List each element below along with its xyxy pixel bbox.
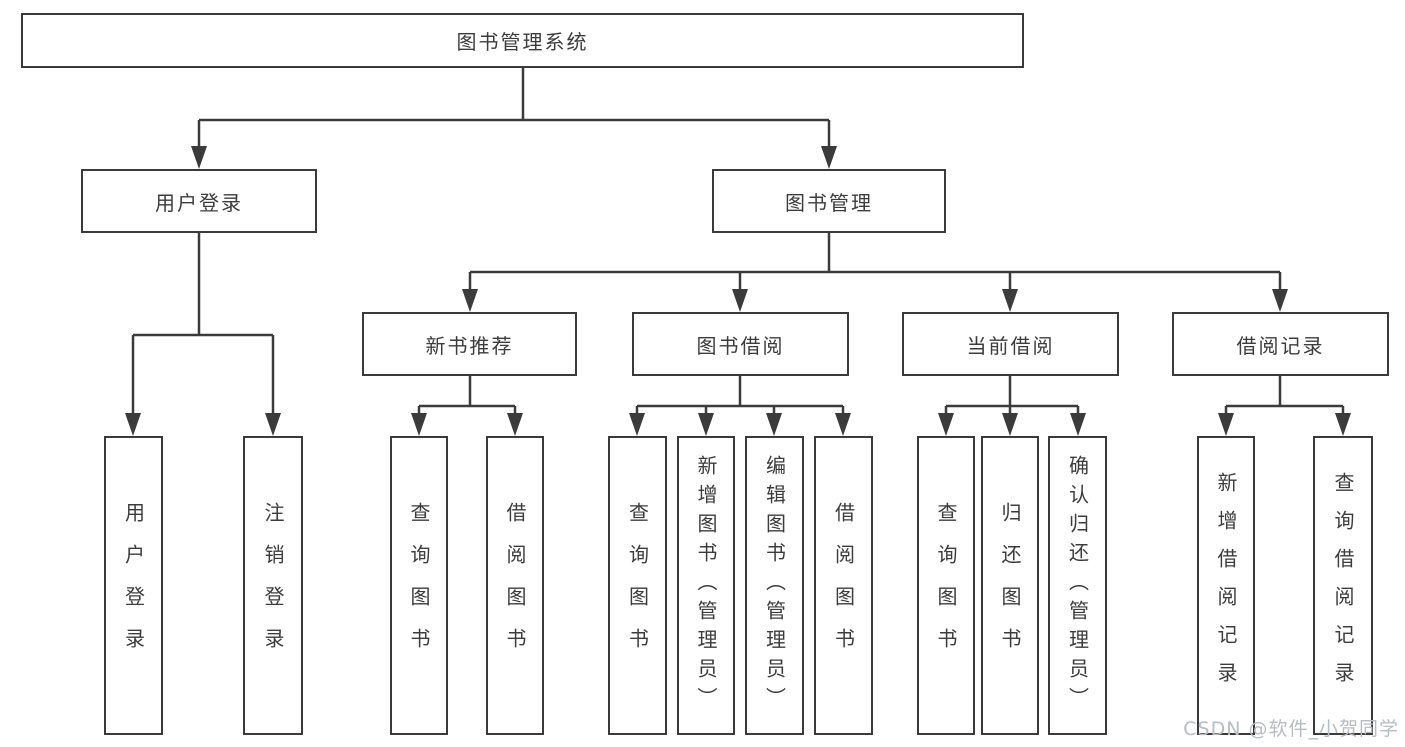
csdn-watermark: CSDN @软件_小贺同学 (1183, 718, 1399, 740)
leaf-cb-return-books: 归还图书 (981, 436, 1039, 735)
leaf-br-add-record: 新增借阅记录 (1197, 436, 1255, 735)
leaf-cb-confirm-return-admin: 确认归还（管理员） (1048, 436, 1107, 735)
node-user-login: 用户登录 (81, 169, 317, 233)
leaf-bb-add-books-admin: 新增图书（管理员） (677, 436, 735, 735)
leaf-br-query-record: 查询借阅记录 (1313, 436, 1373, 735)
leaf-cb-query-books: 查询图书 (917, 436, 975, 735)
leaf-logout-login: 注销登录 (243, 436, 303, 735)
node-new-book-recommend: 新书推荐 (362, 312, 577, 376)
leaf-bb-query-books: 查询图书 (608, 436, 667, 735)
leaf-nbr-borrow-books: 借阅图书 (486, 436, 544, 735)
leaf-nbr-query-books: 查询图书 (390, 436, 448, 735)
node-book-borrow: 图书借阅 (632, 312, 849, 376)
connector-paths (131, 68, 1345, 414)
node-book-management: 图书管理 (712, 169, 946, 233)
arrowheads (125, 146, 1351, 436)
node-library-management-system: 图书管理系统 (21, 13, 1024, 68)
leaf-user-login: 用户登录 (104, 436, 163, 735)
node-borrow-records: 借阅记录 (1172, 312, 1389, 376)
node-current-borrow: 当前借阅 (902, 312, 1119, 376)
leaf-bb-borrow-books: 借阅图书 (814, 436, 873, 735)
leaf-bb-edit-books-admin: 编辑图书（管理员） (745, 436, 804, 735)
